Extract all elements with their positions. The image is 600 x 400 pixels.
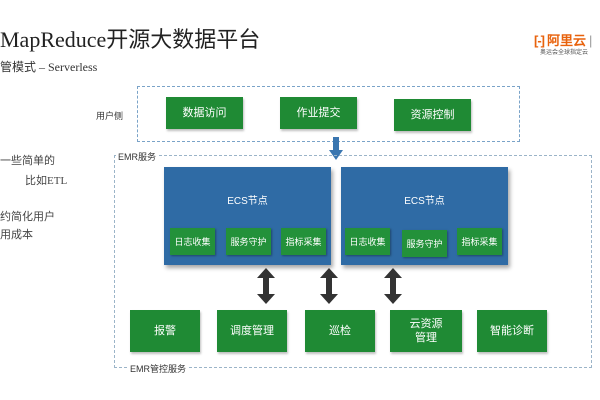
user-side-label: 用户侧 <box>96 111 124 121</box>
bidirectional-arrow-icon <box>320 268 338 304</box>
bidirectional-arrow-icon <box>384 268 402 304</box>
ecs-node-1-title: ECS节点 <box>227 196 268 207</box>
brand-name: 阿里云 <box>547 33 587 48</box>
smart-diagnosis-module[interactable]: 智能诊断 <box>477 310 547 352</box>
page-subtitle: 管模式 – Serverless <box>0 60 98 74</box>
ecs2-service-guard[interactable]: 服务守护 <box>402 230 447 257</box>
resource-control-button[interactable]: 资源控制 <box>394 99 471 131</box>
side-note-line3: 约简化用户 <box>0 211 55 223</box>
ecs1-metric-collect[interactable]: 指标采集 <box>281 228 326 255</box>
job-submit-button[interactable]: 作业提交 <box>280 97 357 129</box>
bidirectional-arrow-icon <box>257 268 275 304</box>
side-note-line4: 用成本 <box>0 229 33 241</box>
aliyun-logo-icon: [-] <box>534 33 545 48</box>
brand-separator: | <box>589 33 593 48</box>
side-note-line2: 比如ETL <box>25 175 68 187</box>
ecs2-log-collect[interactable]: 日志收集 <box>345 228 390 255</box>
emr-service-group <box>114 155 592 368</box>
user-side-group <box>137 86 520 142</box>
ecs1-log-collect[interactable]: 日志收集 <box>170 228 215 255</box>
ecs2-metric-collect[interactable]: 指标采集 <box>457 228 502 255</box>
ecs1-service-guard[interactable]: 服务守护 <box>226 228 271 255</box>
alarm-module[interactable]: 报警 <box>130 310 200 352</box>
side-note-line1: 一些简单的 <box>0 155 55 167</box>
ecs-node-2-title: ECS节点 <box>404 196 445 207</box>
schedule-management-module[interactable]: 调度管理 <box>217 310 287 352</box>
emr-control-service-label: EMR管控服务 <box>128 362 188 375</box>
brand-logo: [-]阿里云| <box>534 30 592 49</box>
emr-service-label: EMR服务 <box>116 150 158 163</box>
inspection-module[interactable]: 巡检 <box>305 310 375 352</box>
cloud-resource-management-module[interactable]: 云资源 管理 <box>390 310 462 352</box>
page-title: MapReduce开源大数据平台 <box>0 27 261 52</box>
brand-slogan: 奥运会全球指定云 <box>540 50 589 56</box>
data-access-button[interactable]: 数据访问 <box>166 97 243 129</box>
